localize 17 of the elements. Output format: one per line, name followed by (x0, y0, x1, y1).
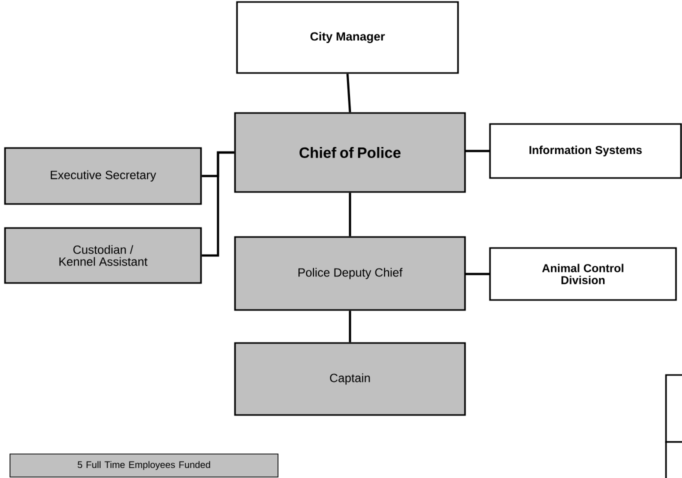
connector-line (348, 310, 352, 342)
title-box: Animal Control Division (489, 247, 677, 301)
title-box: Information Systems (489, 123, 682, 179)
connector-line (465, 272, 490, 276)
partial-box (665, 374, 682, 443)
title-box: Police Deputy Chief (234, 236, 466, 311)
connector-line (202, 151, 234, 257)
connector-line (348, 192, 352, 236)
partial-box (665, 441, 682, 478)
title-box: Chief of Police (234, 112, 466, 193)
note-box: 5 Full Time Employees Funded (10, 454, 278, 478)
title-box: Captain (234, 342, 466, 416)
title-box: City Manager (236, 1, 459, 74)
connector-line (346, 74, 352, 112)
connector-line (465, 150, 490, 152)
title-box: Executive Secretary (4, 147, 202, 205)
title-box: Custodian / Kennel Assistant (4, 227, 202, 284)
